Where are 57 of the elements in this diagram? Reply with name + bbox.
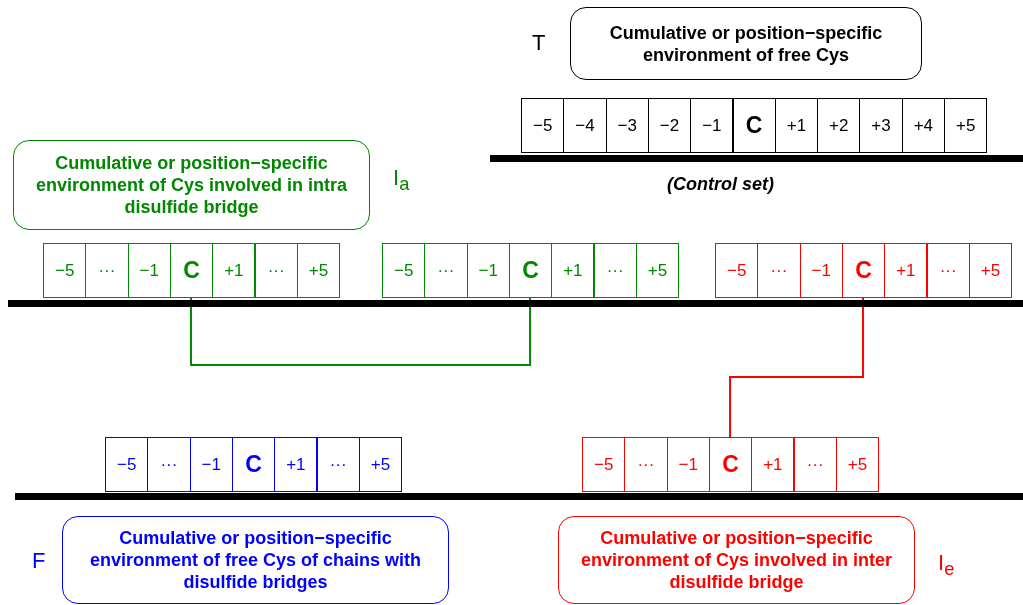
disulfide-bridge-line (729, 297, 865, 438)
residue-position: −5 (715, 243, 759, 298)
residue-position: +5 (835, 437, 880, 492)
residue-position: ··· (757, 243, 801, 298)
residue-position: −1 (189, 437, 233, 492)
residue-position: −1 (466, 243, 510, 298)
residue-position: −5 (105, 437, 149, 492)
residue-position: +5 (944, 98, 988, 153)
set-label: I$_{e}$ (938, 550, 955, 581)
residue-position: ··· (147, 437, 191, 492)
residue-position: ··· (793, 437, 837, 492)
residue-position: −3 (605, 98, 649, 153)
residue-position: −5 (582, 437, 626, 492)
cysteine-position: C (169, 243, 214, 298)
residue-position: −1 (690, 98, 734, 153)
cysteine-position: C (508, 243, 553, 298)
residue-position: −4 (563, 98, 607, 153)
residue-position: −5 (43, 243, 87, 298)
residue-position: ··· (424, 243, 468, 298)
residue-position: +1 (212, 243, 256, 298)
residue-position: +1 (274, 437, 318, 492)
residue-position: ··· (593, 243, 637, 298)
set-label: T (532, 30, 546, 56)
disulfide-bridge-line (190, 297, 532, 366)
residue-position: ··· (624, 437, 668, 492)
cysteine-position: C (841, 243, 886, 298)
residue-position: +5 (968, 243, 1013, 298)
residue-position: ··· (316, 437, 360, 492)
residue-position: +1 (551, 243, 595, 298)
caption-text: (Control set) (667, 174, 774, 195)
cysteine-position: C (231, 437, 276, 492)
residue-position: ··· (926, 243, 970, 298)
residue-position: −5 (521, 98, 565, 153)
residue-position: −5 (382, 243, 426, 298)
residue-position: +1 (884, 243, 928, 298)
residue-position: −2 (647, 98, 692, 153)
residue-position: +1 (751, 437, 795, 492)
cysteine-position: C (732, 98, 776, 153)
description-box: Cumulative or position−specific environment of Cys involved in intra disulfide bridge (13, 140, 370, 230)
residue-position: +5 (635, 243, 680, 298)
residue-position: +5 (358, 437, 403, 492)
residue-position: +4 (901, 98, 945, 153)
residue-position: −1 (799, 243, 843, 298)
description-box: Cumulative or position−specific environment of free Cys of chains with disulfide bridges (62, 516, 449, 604)
cysteine-position: C (708, 437, 753, 492)
description-box: Cumulative or position−specific environment of Cys involved in inter disulfide bridge (558, 516, 915, 604)
set-label: F (32, 548, 46, 574)
residue-position: −1 (127, 243, 171, 298)
residue-position: −1 (666, 437, 710, 492)
set-label: I$_{a}$ (393, 165, 410, 196)
residue-position: +1 (774, 98, 819, 153)
residue-position: ··· (254, 243, 298, 298)
residue-position: ··· (85, 243, 129, 298)
residue-position: +2 (817, 98, 861, 153)
residue-position: +3 (859, 98, 903, 153)
residue-position: +5 (296, 243, 341, 298)
description-box: Cumulative or position−specific environment of free Cys (570, 7, 922, 80)
